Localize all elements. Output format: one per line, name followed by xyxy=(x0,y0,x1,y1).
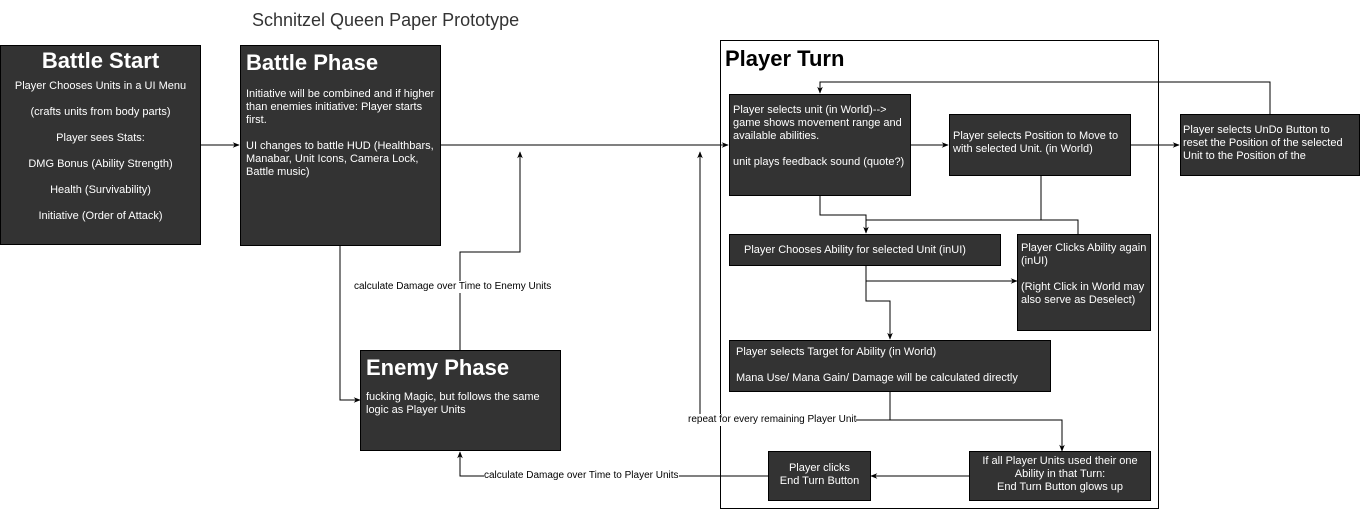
edge-label-repeat: repeat for every remaining Player Unit xyxy=(688,414,857,426)
battle-start-line: Player sees Stats: xyxy=(56,132,145,144)
select-target-line: Mana Use/ Mana Gain/ Damage will be calc… xyxy=(736,372,1018,384)
enemy-phase-line: fucking Magic, but follows the same logi… xyxy=(366,391,543,416)
battle-start-line: (crafts units from body parts) xyxy=(30,106,171,118)
all-units-used-line: If all Player Units used their one Abili… xyxy=(982,455,1141,480)
select-unit-line: Player selects unit (in World)--> game s… xyxy=(733,104,905,142)
player-turn-title: Player Turn xyxy=(725,46,845,71)
diagram-title: Schnitzel Queen Paper Prototype xyxy=(252,10,520,30)
battle-phase-line: Initiative will be combined and if highe… xyxy=(246,88,438,126)
click-again-line xyxy=(1021,268,1147,281)
edge-label-dot-enemy: calculate Damage over Time to Enemy Unit… xyxy=(354,281,552,293)
select-position-box: Player selects Position to Move to with … xyxy=(949,114,1131,176)
battle-phase-title: Battle Phase xyxy=(246,50,379,75)
battle-start-line: DMG Bonus (Ability Strength) xyxy=(28,158,173,170)
undo-box: Player selects UnDo Button to reset the … xyxy=(1180,114,1360,176)
select-unit-box: Player selects unit (in World)--> game s… xyxy=(729,94,911,196)
click-again-line: Player Clicks Ability again (inUI) xyxy=(1021,242,1150,267)
edge-label-dot-player: calculate Damage over Time to Player Uni… xyxy=(484,470,679,482)
choose-ability-line: Player Chooses Ability for selected Unit… xyxy=(744,244,966,256)
select-target-line: Player selects Target for Ability (in Wo… xyxy=(736,346,937,358)
select-target-line xyxy=(736,359,1044,372)
edge-undo-to-unit xyxy=(817,81,1271,114)
battle-start-line: Player Chooses Units in a UI Menu xyxy=(14,80,187,92)
edge-unit-to-ability xyxy=(819,196,869,234)
edge-target-to-all xyxy=(889,392,1065,452)
select-target-box: Player selects Target for Ability (in Wo… xyxy=(729,340,1051,392)
battle-start-box: Battle Start Player Chooses Units in a U… xyxy=(0,45,201,245)
battle-phase-line xyxy=(246,127,435,140)
edge-again-to-ability xyxy=(1041,219,1079,234)
enemy-phase-title: Enemy Phase xyxy=(366,355,510,380)
battle-start-line: Health (Survivability) xyxy=(50,184,151,196)
click-again-box: Player Clicks Ability again (inUI) (Righ… xyxy=(1017,234,1151,331)
enemy-phase-box: Enemy Phase fucking Magic, but follows t… xyxy=(360,350,561,451)
battle-phase-box: Battle Phase Initiative will be combined… xyxy=(240,45,441,246)
end-turn-line: End Turn Button xyxy=(779,475,860,487)
player-turn-frame xyxy=(720,40,1159,509)
select-position-line: Player selects Position to Move to with … xyxy=(953,130,1122,155)
battle-start-line: Initiative (Order of Attack) xyxy=(38,210,163,222)
all-units-used-box: If all Player Units used their one Abili… xyxy=(969,451,1151,501)
select-unit-line: unit plays feedback sound (quote?) xyxy=(733,156,905,168)
end-turn-line: Player clicks xyxy=(788,462,851,474)
click-again-line: (Right Click in World may also serve as … xyxy=(1021,281,1148,306)
battle-phase-line: UI changes to battle HUD (Healthbars, Ma… xyxy=(246,140,437,178)
edge-battle-to-enemy xyxy=(339,246,361,403)
edge-ability-to-target xyxy=(865,266,893,340)
select-unit-line xyxy=(733,143,907,156)
all-units-used-line: End Turn Button glows up xyxy=(997,481,1123,493)
edge-enemy-dot-to-enemy xyxy=(459,151,523,350)
undo-line: Player selects UnDo Button to reset the … xyxy=(1183,124,1346,162)
battle-start-title: Battle Start xyxy=(41,48,160,73)
end-turn-box: Player clicks End Turn Button xyxy=(768,451,871,501)
choose-ability-box: Player Chooses Ability for selected Unit… xyxy=(729,234,1001,266)
